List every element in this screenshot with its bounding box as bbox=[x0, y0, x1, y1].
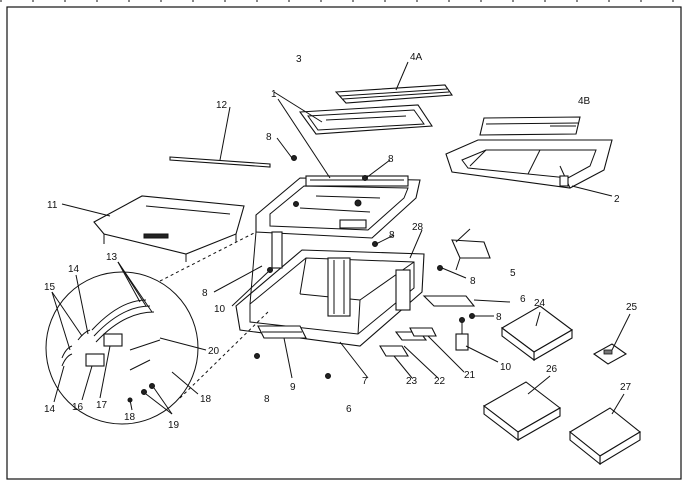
callout-4a: 4A bbox=[410, 52, 423, 63]
callout-7: 7 bbox=[362, 376, 368, 387]
part-rod-12 bbox=[169, 156, 271, 168]
callout-14b: 14 bbox=[44, 404, 56, 415]
callout-10a: 10 bbox=[214, 304, 226, 315]
part-box-26 bbox=[483, 381, 561, 442]
callout-9: 9 bbox=[290, 382, 296, 393]
callout-15: 15 bbox=[44, 282, 56, 293]
callout-8a: 8 bbox=[266, 132, 272, 143]
callout-23: 23 bbox=[406, 376, 418, 387]
callout-2: 2 bbox=[614, 194, 620, 205]
callout-17: 17 bbox=[96, 400, 108, 411]
part-main-chassis bbox=[235, 231, 425, 347]
part-plates-21-23 bbox=[379, 327, 437, 357]
callout-1: 1 bbox=[271, 89, 277, 100]
callout-21: 21 bbox=[464, 370, 476, 381]
callout-8g: 8 bbox=[264, 394, 270, 405]
callout-19: 19 bbox=[168, 420, 180, 431]
part-cover-strip-4a bbox=[334, 84, 454, 104]
callout-22: 22 bbox=[434, 376, 446, 387]
callout-8b: 8 bbox=[388, 154, 394, 165]
callout-4b: 4B bbox=[578, 96, 591, 107]
callout-18a: 18 bbox=[124, 412, 136, 423]
callout-labels: 1 2 3 4A 4B 5 6 6 7 8 8 8 8 8 8 8 9 10 1… bbox=[44, 52, 638, 431]
part-cartridge-25 bbox=[592, 343, 628, 365]
part-box-24 bbox=[501, 305, 573, 362]
part-plate-6 bbox=[422, 295, 476, 307]
callout-6a: 6 bbox=[520, 294, 526, 305]
callout-8d: 8 bbox=[470, 276, 476, 287]
part-bottom-plate-9 bbox=[257, 325, 307, 339]
callout-14a: 14 bbox=[68, 264, 80, 275]
callout-3: 3 bbox=[296, 54, 302, 65]
callout-8c: 8 bbox=[389, 230, 395, 241]
callout-25: 25 bbox=[626, 302, 638, 313]
callout-13: 13 bbox=[106, 252, 118, 263]
callout-28: 28 bbox=[412, 222, 424, 233]
callout-5: 5 bbox=[510, 268, 516, 279]
part-plate-3 bbox=[298, 104, 433, 135]
part-cover-4b bbox=[479, 116, 581, 136]
diagram-border bbox=[6, 6, 682, 480]
callout-26: 26 bbox=[546, 364, 558, 375]
detail-magnifier-circle bbox=[45, 231, 271, 425]
part-rear-housing-2 bbox=[445, 139, 613, 189]
callout-10b: 10 bbox=[500, 362, 512, 373]
callout-24: 24 bbox=[534, 298, 546, 309]
part-side-cover-11 bbox=[93, 195, 245, 262]
callout-12: 12 bbox=[216, 100, 228, 111]
callout-8e: 8 bbox=[496, 312, 502, 323]
callout-11: 11 bbox=[47, 200, 58, 211]
callout-6b: 6 bbox=[346, 404, 352, 415]
part-bracket-5 bbox=[451, 239, 491, 271]
part-top-frame-1 bbox=[255, 175, 421, 239]
callout-20: 20 bbox=[208, 346, 220, 357]
callout-18b: 18 bbox=[200, 394, 212, 405]
screws-8 bbox=[254, 155, 475, 379]
callout-27: 27 bbox=[620, 382, 632, 393]
leader-lines bbox=[51, 61, 631, 415]
part-box-27 bbox=[569, 407, 641, 466]
callout-16: 16 bbox=[72, 402, 84, 413]
part-bracket-10-right bbox=[455, 317, 469, 351]
callout-8f: 8 bbox=[202, 288, 208, 299]
